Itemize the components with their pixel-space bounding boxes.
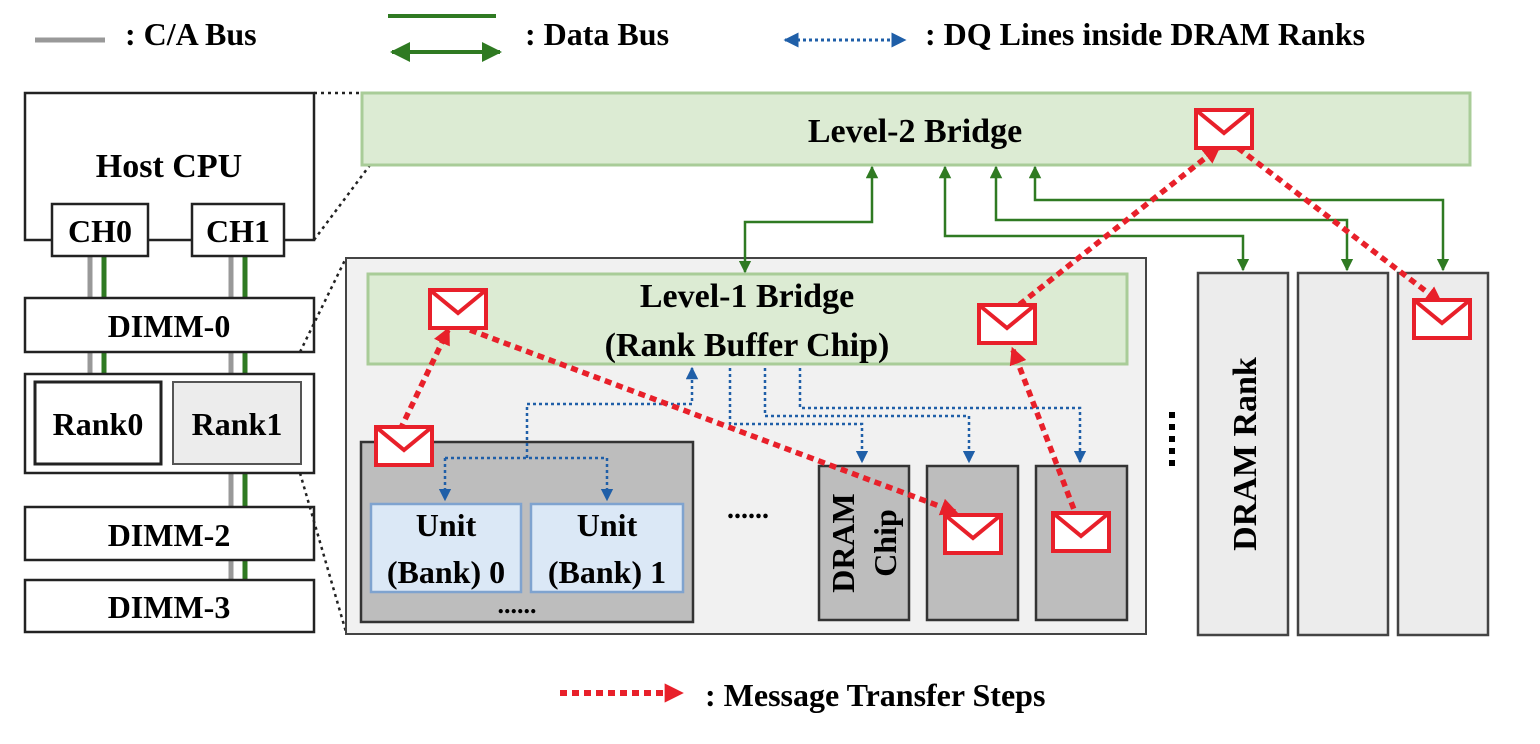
message-envelope-icon bbox=[428, 288, 488, 330]
units-ellipsis: ...... bbox=[498, 590, 537, 619]
dram-chip-label: DRAM bbox=[825, 493, 861, 593]
dram-rank bbox=[1196, 271, 1290, 637]
rank1-box bbox=[172, 381, 302, 465]
unit-sublabel: (Bank) 0 bbox=[387, 554, 505, 590]
ranks-ellipsis bbox=[1169, 412, 1175, 466]
legend-message: : Message Transfer Steps bbox=[705, 677, 1045, 713]
message-envelope-icon bbox=[374, 425, 434, 467]
rank-label: Rank1 bbox=[192, 406, 283, 442]
legend-dq-lines: : DQ Lines inside DRAM Ranks bbox=[925, 16, 1365, 52]
level2-bridge bbox=[360, 91, 1472, 167]
message-paths bbox=[397, 145, 1443, 521]
dimm-label: DIMM-2 bbox=[108, 517, 231, 553]
level2-bridge-label: Level-2 Bridge bbox=[808, 113, 1022, 150]
chips-ellipsis: ...... bbox=[727, 494, 769, 525]
dram-rank bbox=[1296, 271, 1390, 637]
dq-lines bbox=[438, 366, 1087, 502]
rank-label: Rank0 bbox=[53, 406, 144, 442]
unit-label: Unit bbox=[416, 507, 477, 543]
channel-ch0 bbox=[50, 202, 150, 258]
level1-bridge-label: Level-1 Bridge bbox=[640, 278, 854, 315]
unit-bank-0 bbox=[369, 502, 523, 594]
channel-ch1 bbox=[190, 202, 286, 258]
message-envelope-icon bbox=[943, 513, 1003, 555]
dimm-2 bbox=[23, 505, 316, 562]
dram-rank-label: DRAM Rank bbox=[1227, 357, 1264, 551]
dimm-3 bbox=[23, 578, 316, 634]
message-envelope-icon bbox=[1051, 511, 1111, 553]
data-bus-links bbox=[738, 165, 1450, 274]
dram-chip bbox=[817, 464, 911, 622]
unit-label: Unit bbox=[577, 507, 638, 543]
channel-label: CH0 bbox=[68, 213, 132, 249]
dimm-label: DIMM-0 bbox=[108, 308, 231, 344]
level1-bridge-sublabel: (Rank Buffer Chip) bbox=[605, 327, 890, 364]
unit-bank-1 bbox=[529, 502, 685, 594]
zoom-connectors bbox=[298, 91, 372, 633]
legend: : C/A Bus : Data Bus : DQ Lines inside D… bbox=[35, 14, 1365, 713]
message-envelope-icon bbox=[1194, 108, 1254, 150]
host-side: Host CPU CH0 CH1 DIMM-0 Rank0 Rank1 DIMM… bbox=[23, 91, 316, 634]
unit-sublabel: (Bank) 1 bbox=[548, 554, 666, 590]
host-cpu-title: Host CPU bbox=[96, 148, 242, 185]
message-envelope-icon bbox=[1412, 298, 1472, 340]
message-envelope-icon bbox=[977, 303, 1037, 345]
dimm-label: DIMM-3 bbox=[108, 589, 231, 625]
legend-ca-bus: : C/A Bus bbox=[125, 16, 257, 52]
channel-label: CH1 bbox=[206, 213, 270, 249]
rank0-box bbox=[33, 380, 163, 466]
legend-data-bus: : Data Bus bbox=[525, 16, 669, 52]
dram-chip-sublabel: Chip bbox=[867, 509, 903, 577]
